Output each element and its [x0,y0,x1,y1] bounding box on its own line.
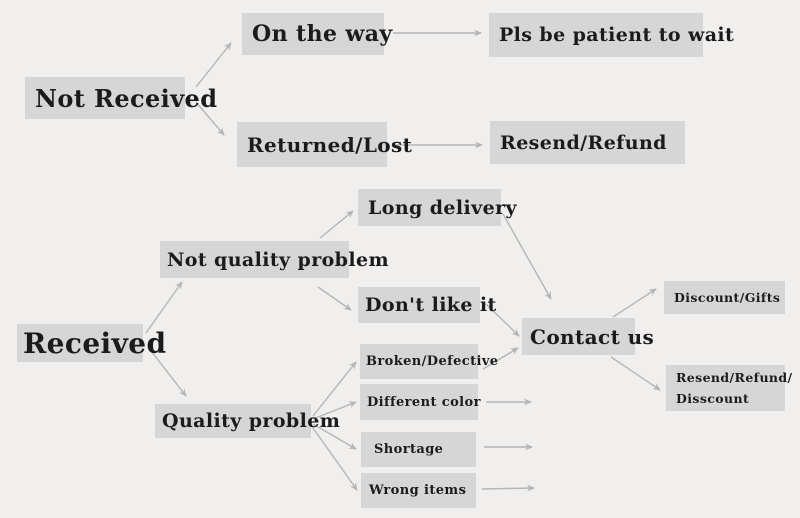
arrow-contact-us-to-resend-discount [610,356,661,391]
arrow-contact-us-to-discount-gifts [612,288,657,318]
node-broken-defective: Broken/Defective [360,344,498,379]
arrow-received-to-not-quality-problem [145,281,183,334]
node-dont-like-it: Don't like it [358,287,496,323]
node-shortage: Shortage [361,432,476,467]
arrow-long-delivery-to-contact-us [502,213,552,300]
node-quality-problem: Quality problem [155,404,340,438]
arrow-dont-like-to-contact-us [485,303,520,337]
node-resend-refund-discount-line2: Disscount [676,391,750,406]
node-not-quality-problem: Not quality problem [160,241,389,278]
node-resend-refund-discount: Resend/Refund/ Disscount [666,365,792,411]
arrow-quality-to-wrong-items [312,427,358,491]
node-received: Received [17,324,166,362]
arrow-not-received-to-returned-lost [195,101,225,136]
arrow-broken-to-contact-us [482,347,519,370]
node-pls-be-patient: Pls be patient to wait [489,13,734,57]
arrow-not-quality-to-dont-like [317,286,352,311]
arrow-quality-to-shortage [312,423,357,450]
node-resend-refund: Resend/Refund [490,121,685,164]
node-contact-us: Contact us [522,318,654,355]
node-on-the-way: On the way [242,13,392,55]
arrow-not-quality-to-long-delivery [319,210,354,239]
node-returned-lost: Returned/Lost [237,122,412,167]
arrow-not-received-to-on-the-way [195,42,232,88]
arrow-quality-to-diff-color [312,401,357,420]
node-long-delivery: Long delivery [358,189,517,226]
arrow-quality-to-broken [312,361,357,417]
arrow-wrong-items-right [481,484,535,492]
arrow-received-to-quality-problem [147,346,187,397]
node-wrong-items: Wrong items [361,473,476,508]
node-different-color: Different color [360,384,480,420]
node-resend-refund-discount-line1: Resend/Refund/ [676,370,793,385]
node-discount-gifts: Discount/Gifts [664,281,785,314]
node-not-received: Not Received [25,77,217,119]
